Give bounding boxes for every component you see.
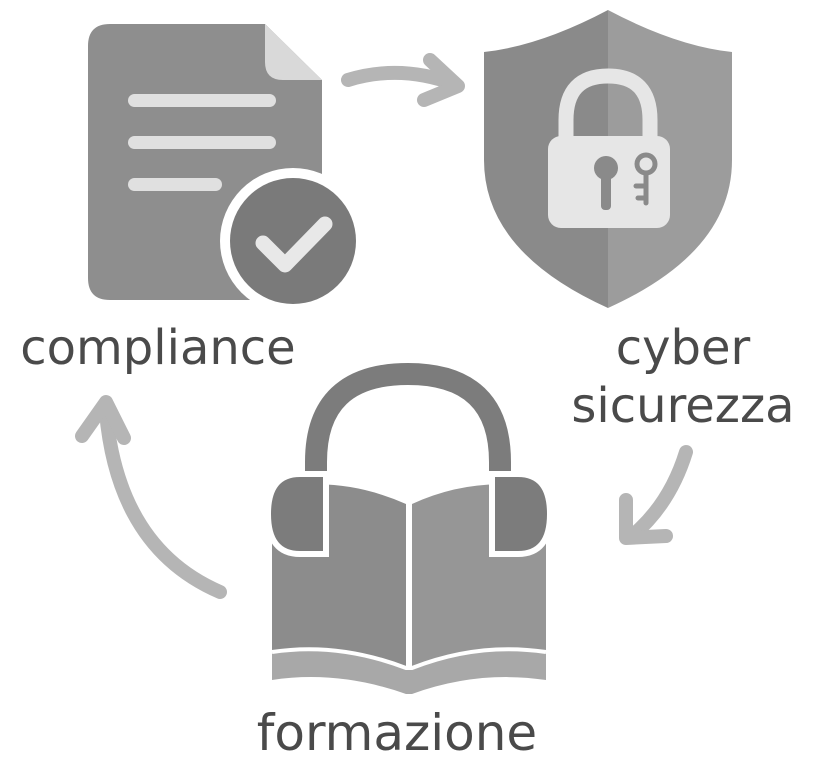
- label-formazione: formazione: [257, 704, 537, 762]
- headphones-icon: [305, 362, 511, 529]
- arrow-cyber-to-formazione: [619, 445, 693, 545]
- arrow-compliance-to-cyber: [341, 53, 465, 107]
- headphone-ear-cups: [264, 471, 554, 557]
- arrow-formazione-to-compliance: [75, 395, 227, 599]
- checkmark-icon: [220, 168, 366, 314]
- label-sicurezza: sicurezza: [571, 378, 794, 434]
- label-cyber: cyber: [616, 320, 751, 376]
- key-icon: [633, 152, 658, 206]
- label-compliance: compliance: [20, 320, 295, 376]
